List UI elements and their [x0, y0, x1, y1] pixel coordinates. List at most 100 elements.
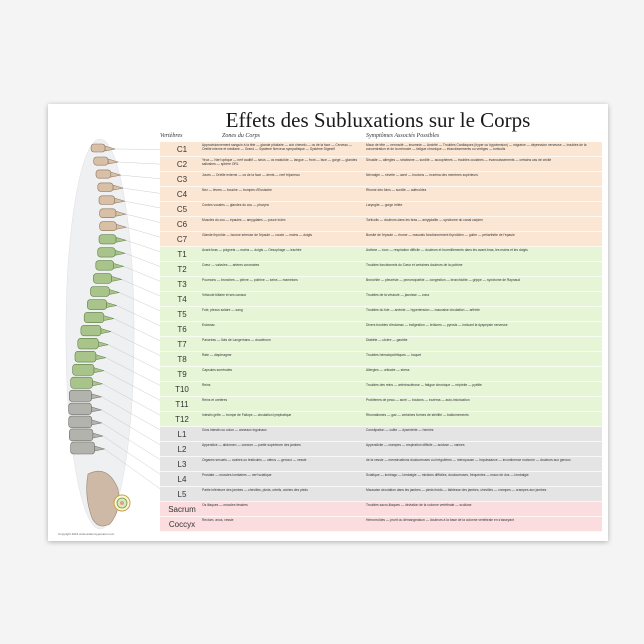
symptoms-text: Sinusite — allergies — strabisme — surdi…: [366, 158, 552, 162]
vertebra-process: [116, 223, 127, 230]
vertebra-process: [106, 302, 117, 308]
zone-text: Partie inférieure des jambes — chevilles…: [202, 488, 308, 492]
zone-text: Rectum, anus, vessie: [202, 518, 234, 522]
symptoms-text: Divers troubles d'estomac — indigestion …: [366, 323, 508, 327]
table-row: L2 Appendice — abdomen — coecum — partie …: [160, 442, 602, 457]
vertebra-body: [97, 182, 114, 192]
vertebra-body: [99, 208, 117, 219]
symptoms-text: Troubles fonctionnels du Cœur et certain…: [366, 263, 463, 267]
vertebra-process: [115, 210, 126, 217]
vertebra-label: T3: [177, 280, 187, 289]
table-row: Sacrum Os iliaques — muscles fessiers Trou…: [160, 502, 602, 517]
vertebra-process: [103, 315, 114, 321]
vertebra-body: [68, 389, 92, 402]
vertebra-label: C1: [176, 145, 188, 154]
vertebra-process: [111, 276, 122, 282]
leader-line: [104, 448, 169, 495]
vertebra-label: T6: [177, 325, 187, 334]
vertebra-body: [97, 247, 116, 258]
symptoms-text: Troubles sacro-iliaques — déviation de l…: [366, 503, 472, 507]
zone-text: Cordes vocales — glandes du cou — pharyn…: [202, 203, 270, 207]
leader-line: [119, 292, 169, 315]
symptoms-text: Allergies — urticaire — stress: [366, 368, 410, 372]
header-symptoms: Symptômes Associés Possibles: [366, 133, 440, 139]
spine-cross-section-icon: [113, 494, 131, 512]
leader-line: [113, 318, 169, 345]
vertebra-body: [68, 415, 93, 429]
zone-text: Reins et uretères: [202, 398, 228, 402]
vertebra-process: [113, 263, 124, 269]
vertebra-body: [98, 195, 115, 205]
zone-text: Nez — lèvres — bouche — trompes d'Eustac…: [202, 188, 272, 192]
spine-illustration: [65, 138, 169, 530]
symptoms-text: de la vessie — menstruations douloureuse…: [366, 458, 571, 462]
zone-text: Cœur — valvules — artères coronaires: [202, 263, 260, 267]
leader-line: [101, 396, 169, 435]
symptoms-text: Troubles du foie — anémie — hypertension…: [366, 308, 480, 312]
symptoms-text: Constipation — colite — dysentérie — her…: [366, 428, 434, 432]
vertebra-process: [114, 197, 125, 204]
table-row: T2 Cœur — valvules — artères coronaires Tr…: [160, 262, 602, 277]
vertebra-label: T2: [177, 265, 187, 274]
vertebra-process: [104, 145, 116, 152]
table-row: C5 Cordes vocales — glandes du cou — phar…: [160, 202, 602, 217]
vertebra-body: [95, 260, 114, 271]
vertebra-body: [93, 273, 113, 284]
table-row: T5 Foie, plexus solaire — sang Troubles du…: [160, 307, 602, 322]
zone-text: Muscles du cou — épaules — amygdales — p…: [202, 218, 286, 222]
leader-line: [105, 357, 169, 390]
table-row: C1 Approvisionnement sanguin à la tête — …: [160, 142, 602, 157]
leader-line: [101, 422, 169, 465]
poster-title: Effets des Subluxations sur le Corps: [225, 108, 531, 132]
symptoms-text: Diabète — ulcère — gastrite: [366, 338, 408, 342]
vertebra-body: [77, 338, 99, 350]
zone-text: Approvisionnement sanguin à la tête — gl…: [202, 143, 353, 151]
zone-text: Appendice — abdomen — coecum — partie su…: [202, 443, 301, 447]
vertebra-label: L2: [177, 445, 187, 454]
symptoms-text: Rhumatismes — gaz — certaines formes de …: [366, 413, 469, 417]
vertebra-body: [70, 376, 93, 389]
zone-text: Vésicule biliaire et ses canaux: [202, 293, 247, 297]
vertebra-body: [90, 143, 106, 153]
vertebra-process: [94, 445, 105, 452]
vertebra-label: T7: [177, 340, 187, 349]
zone-text: Joues — Oreille externe — os de la face …: [202, 173, 300, 177]
symptoms-text: Rhume des foins — surdité — adénoïdes: [366, 188, 427, 192]
vertebra-label: T5: [177, 310, 187, 319]
vertebra-label: L3: [177, 460, 187, 469]
zone-text: Foie, plexus solaire — sang: [202, 308, 243, 312]
zone-text: Reins: [202, 383, 211, 387]
vertebra-label: Coccyx: [168, 520, 196, 529]
vertebra-label: L4: [177, 475, 187, 484]
vertebra-process: [114, 249, 126, 256]
vertebra-process: [100, 328, 112, 334]
vertebra-process: [107, 158, 119, 165]
zone-text: Os iliaques — muscles fessiers: [202, 503, 248, 507]
leader-line: [103, 370, 169, 405]
vertebra-body: [70, 441, 95, 455]
leader-line: [102, 435, 169, 480]
vertebra-label: Sacrum: [168, 505, 196, 514]
poster: Effets des Subluxations sur le Corps Ver…: [48, 104, 608, 541]
zone-text: Capsules surrénales: [202, 368, 233, 372]
vertebrae-table: C1 Approvisionnement sanguin à la tête — …: [160, 142, 602, 532]
symptoms-text: Bursite de l'épaule — rhume — mauvais fo…: [366, 233, 515, 237]
zone-text: Gros intestin ou colon — anneaux inguina…: [202, 428, 267, 432]
table-row: T9 Capsules surrénales Allergies — urticai…: [160, 367, 602, 382]
vertebra-body: [90, 286, 110, 297]
symptoms-text: Sciatique — lumbago — lombalgie — mictio…: [366, 473, 529, 477]
vertebra-label: T9: [177, 370, 187, 379]
vertebra-body: [74, 351, 97, 363]
vertebra-label: C3: [176, 175, 188, 184]
header-vertebrae: Vertèbres: [160, 133, 183, 139]
vertebra-label: C5: [176, 205, 188, 214]
